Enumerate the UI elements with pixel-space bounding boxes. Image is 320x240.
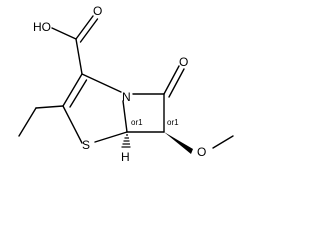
- bond-c2-c3-double-b: [69, 79, 88, 108]
- bond-o-ch3: [212, 135, 234, 149]
- bond-ch2-ch3: [18, 107, 37, 137]
- molecule-canvas: HO O N O S O H or1 or1: [18, 4, 234, 164]
- bond-c7-o-double-a: [163, 65, 180, 95]
- bond-c2-c3-double-a: [62, 73, 83, 107]
- bond-s-c5: [94, 131, 128, 143]
- atom-o-ether: O: [197, 145, 206, 159]
- atom-n: N: [122, 90, 131, 104]
- stereo-label-c5: or1: [131, 118, 143, 127]
- atom-o-lactam: O: [179, 55, 188, 69]
- bond-c2-n: [81, 73, 122, 93]
- atom-s: S: [82, 138, 90, 152]
- bond-c3-ch2: [35, 105, 64, 109]
- atom-o-acid: O: [93, 4, 102, 18]
- atom-ho: HO: [33, 20, 51, 34]
- hashed-wedge-c5-h: [121, 134, 131, 148]
- molecule-diagram: HO O N O S O H or1 or1: [18, 4, 234, 164]
- bond-c-ho: [51, 27, 77, 40]
- atom-h: H: [121, 150, 130, 164]
- bond-c3-s: [62, 105, 83, 144]
- bond-c-o-double-a: [75, 15, 94, 40]
- wedge-bond-c6-o: [164, 132, 193, 154]
- bond-c-o-double-b: [79, 18, 99, 43]
- stereo-label-c6: or1: [167, 118, 179, 127]
- bond-c7-o-double-b: [168, 68, 185, 98]
- bond-c-c2: [75, 38, 83, 75]
- bond-c5-n: [122, 100, 128, 133]
